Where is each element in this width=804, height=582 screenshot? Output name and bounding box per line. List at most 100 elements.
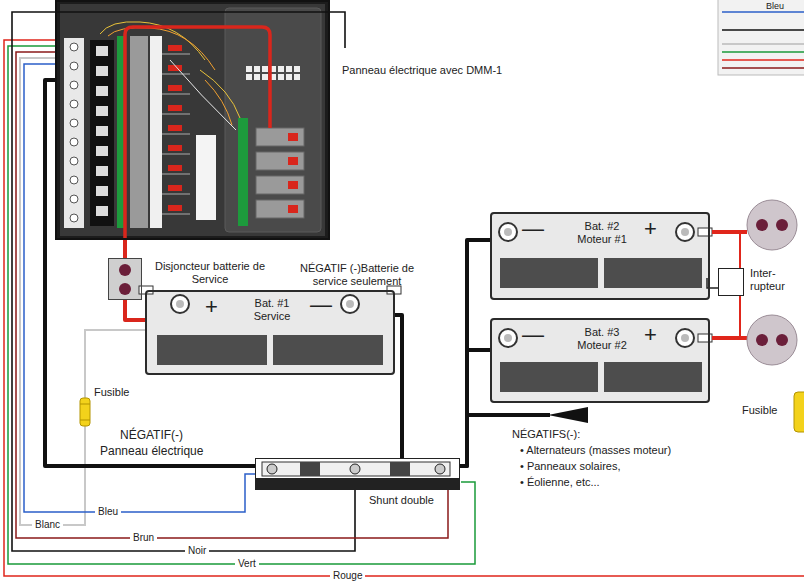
node-text: Inter- rupteur: [750, 267, 796, 293]
breaker-indicator: [168, 85, 182, 91]
fuse-symbol: [794, 392, 804, 432]
terminal-block: [254, 74, 260, 80]
annotation-label: Fusible: [94, 386, 129, 399]
terminal-block: [286, 66, 292, 72]
terminal-screw: [70, 62, 78, 70]
breaker-toggle: [96, 86, 108, 96]
breaker-indicator: [288, 181, 298, 189]
wire-legend-box: [718, 0, 804, 75]
breaker-toggle: [96, 186, 108, 196]
breaker-toggle: [96, 166, 108, 176]
node-text: —: [310, 292, 332, 318]
breaker-wire: [162, 94, 190, 95]
switch-box: Inter- rupteur: [718, 268, 744, 296]
breaker-indicator: [168, 125, 182, 131]
battery-box: — Bat. #2 Moteur #1 +: [490, 212, 710, 300]
breaker-wire: [162, 154, 190, 155]
breaker-toggle: [96, 46, 108, 56]
wire-blue: [24, 64, 256, 512]
terminal-block: [294, 74, 300, 80]
breaker-toggle: [96, 206, 108, 216]
cable-connector: [125, 300, 145, 320]
shunt-box: Shunt double: [255, 458, 460, 490]
terminal-screw: [70, 157, 78, 165]
terminal-block: [278, 74, 284, 80]
wire-red: [4, 40, 804, 576]
terminal-screw: [70, 214, 78, 222]
breaker-indicator: [288, 205, 298, 213]
terminal-screw: [70, 138, 78, 146]
annotation-label: NÉGATIF (-)Batterie de service seulement: [298, 262, 416, 288]
node-text: Bat. #3 Moteur #2: [570, 326, 634, 352]
annotation-label: NÉGATIF(-): [120, 428, 183, 442]
breaker-wire: [162, 214, 190, 215]
breaker-module: [256, 128, 304, 146]
node-text: Bat. #1 Service: [240, 297, 304, 323]
breaker-box: Disjoncteur batterie de Service: [108, 258, 142, 300]
node-text: +: [644, 322, 657, 348]
breaker-wire: [162, 114, 190, 115]
annotation-label: NÉGATIFS(-):: [512, 428, 580, 441]
breaker-indicator: [168, 205, 182, 211]
wire-color-label: Noir: [185, 545, 209, 557]
breaker-indicator: [288, 133, 298, 141]
terminal-screw: [70, 100, 78, 108]
cable-connector: [460, 240, 490, 466]
breaker-toggle: [96, 66, 108, 76]
terminal-screw: [70, 43, 78, 51]
node-text: +: [205, 294, 218, 320]
terminal-block: [286, 74, 292, 80]
annotation-label: • Panneaux solaires,: [520, 460, 620, 473]
node-text: Bat. #2 Moteur #1: [570, 220, 634, 246]
annotation-label: Fusible: [742, 404, 777, 417]
breaker-wire: [162, 134, 190, 135]
terminal-block: [246, 66, 252, 72]
node-text: Panneau électrique avec DMM-1: [342, 64, 502, 77]
node-text: Shunt double: [369, 494, 434, 507]
breaker-wire: [162, 54, 190, 55]
terminal-block: [254, 66, 260, 72]
breaker-toggle: [96, 106, 108, 116]
electrical-panel-box: Panneau électrique avec DMM-1: [55, 0, 330, 240]
terminal-screw: [70, 81, 78, 89]
breaker-indicator: [168, 165, 182, 171]
breaker-indicator: [288, 157, 298, 165]
annotation-label: Panneau électrique: [100, 444, 203, 458]
terminal-screw: [70, 119, 78, 127]
cable-connector: [395, 315, 402, 458]
breaker-wire: [162, 194, 190, 195]
breaker-indicator: [168, 145, 182, 151]
node-text: +: [644, 216, 657, 242]
battery-box: — Bat. #3 Moteur #2 +: [490, 318, 710, 403]
terminal-block: [278, 66, 284, 72]
wire-color-label: Bleu: [95, 506, 121, 518]
annotation-label: Bleu: [766, 1, 784, 11]
wire-color-label: Rouge: [330, 570, 365, 582]
terminal-block: [262, 74, 268, 80]
breaker-indicator: [168, 45, 182, 51]
terminal-screw: [70, 195, 78, 203]
negative-cable: [467, 407, 588, 423]
wire-color-label: Vert: [235, 558, 259, 570]
battery-body: [490, 318, 712, 403]
annotation-label: • Alternateurs (masses moteur): [520, 444, 671, 457]
terminal-block: [294, 66, 300, 72]
cable-connector: [460, 350, 490, 466]
fuse-symbol: [80, 398, 90, 426]
wire-color-label: Blanc: [32, 519, 63, 531]
terminal-screw: [70, 176, 78, 184]
battery-body: [490, 212, 712, 300]
node-text: —: [522, 216, 544, 242]
wire-color-label: Brun: [130, 532, 157, 544]
annotation-label: • Éolienne, etc...: [520, 476, 600, 489]
breaker-toggle: [96, 146, 108, 156]
breaker-wire: [162, 74, 190, 75]
breaker-indicator: [168, 105, 182, 111]
breaker-indicator: [168, 185, 182, 191]
cable-connector: [123, 240, 127, 258]
breaker-module: [256, 152, 304, 170]
battery-box: + Bat. #1 Service—: [145, 290, 395, 375]
breaker-module: [256, 176, 304, 194]
breaker-wire: [162, 174, 190, 175]
node-text: —: [522, 322, 544, 348]
